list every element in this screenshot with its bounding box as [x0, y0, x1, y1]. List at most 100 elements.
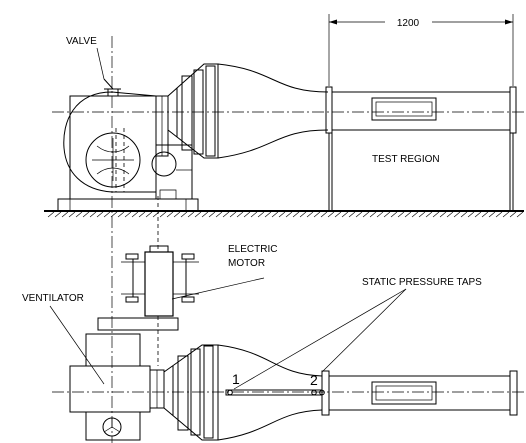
- floor-hatch-stroke: [453, 211, 461, 218]
- plan-view: 1 2 ELECTRIC MOTOR STATIC PRESSURE TAPS …: [22, 244, 524, 441]
- floor-hatch-stroke: [495, 211, 503, 218]
- floor-hatch-stroke: [271, 211, 279, 218]
- floor-hatch-stroke: [159, 211, 167, 218]
- floor-hatch-stroke: [229, 211, 237, 218]
- fan-scroll-casing: [63, 91, 157, 193]
- floor-hatch-stroke: [355, 211, 363, 218]
- floor-hatch-stroke: [369, 211, 377, 218]
- floor-hatch-stroke: [180, 211, 188, 218]
- plan-test-section: [321, 370, 518, 416]
- floor-hatch-stroke: [474, 211, 482, 218]
- test-region-label: TEST REGION: [372, 154, 440, 165]
- electric-motor-label-line2: MOTOR: [228, 258, 265, 269]
- floor-hatch-stroke: [222, 211, 230, 218]
- floor-hatch-stroke: [187, 211, 195, 218]
- floor-hatch-stroke: [250, 211, 258, 218]
- floor-hatch-stroke: [278, 211, 286, 218]
- floor-hatch-stroke: [208, 211, 216, 218]
- contraction-section: [167, 63, 219, 159]
- test-window: [371, 97, 437, 121]
- floor-hatch-stroke: [166, 211, 174, 218]
- floor-hatch-stroke: [201, 211, 209, 218]
- floor-hatch-stroke: [82, 211, 90, 218]
- floor-hatch-stroke: [194, 211, 202, 218]
- floor-hatch-stroke: [96, 211, 104, 218]
- nozzle-lower-curve: [217, 129, 329, 159]
- floor-line: [44, 210, 524, 218]
- floor-hatch-stroke: [89, 211, 97, 218]
- dimension-1200: 1200: [328, 14, 514, 86]
- floor-hatch-stroke: [292, 211, 300, 218]
- ventilator: [69, 333, 165, 441]
- floor-hatch-stroke: [446, 211, 454, 218]
- floor-hatch-stroke: [348, 211, 356, 218]
- floor-hatch-stroke: [411, 211, 419, 218]
- floor-hatch-stroke: [257, 211, 265, 218]
- floor-hatch-stroke: [61, 211, 69, 218]
- floor-hatch-stroke: [488, 211, 496, 218]
- tap-2-point: [311, 389, 317, 396]
- tap-1-label: 1: [232, 371, 240, 387]
- floor-hatch-stroke: [432, 211, 440, 218]
- electric-motor-label-line1: ELECTRIC: [228, 244, 277, 255]
- floor-hatch-stroke: [418, 211, 426, 218]
- floor-hatch-stroke: [516, 211, 524, 218]
- floor-hatch-stroke: [117, 211, 125, 218]
- plan-nozzle-lower-curve: [217, 409, 323, 441]
- plan-test-window: [371, 381, 437, 405]
- floor-hatch-stroke: [145, 211, 153, 218]
- floor-hatch-stroke: [68, 211, 76, 218]
- floor-hatch-stroke: [243, 211, 251, 218]
- floor-hatch-stroke: [131, 211, 139, 218]
- floor-hatch-stroke: [138, 211, 146, 218]
- floor-hatch-stroke: [460, 211, 468, 218]
- floor-hatch-stroke: [306, 211, 314, 218]
- floor-hatch-stroke: [320, 211, 328, 218]
- electric-motor: [97, 245, 199, 331]
- floor-hatch-stroke: [299, 211, 307, 218]
- dimension-label: 1200: [397, 18, 420, 29]
- floor-hatch-stroke: [285, 211, 293, 218]
- fan-base-plinth: [57, 198, 199, 212]
- floor-hatch-stroke: [327, 211, 335, 218]
- floor-hatch-stroke: [236, 211, 244, 218]
- floor-hatch-stroke: [75, 211, 83, 218]
- tap-2-label: 2: [310, 372, 318, 388]
- floor-hatch-stroke: [481, 211, 489, 218]
- floor-hatch-stroke: [334, 211, 342, 218]
- floor-hatch-stroke: [509, 211, 517, 218]
- test-section: [325, 86, 517, 211]
- pressure-tap-rod: [225, 389, 325, 396]
- side-elevation: 1200 VALVE TEST REGION: [44, 14, 524, 218]
- floor-hatch-stroke: [313, 211, 321, 218]
- floor-hatch-stroke: [54, 211, 62, 218]
- floor-hatch-stroke: [173, 211, 181, 218]
- floor-hatch-stroke: [467, 211, 475, 218]
- nozzle-upper-curve: [217, 63, 329, 93]
- floor-hatch-stroke: [341, 211, 349, 218]
- static-pressure-taps-label: STATIC PRESSURE TAPS: [362, 277, 482, 288]
- floor-hatch-stroke: [404, 211, 412, 218]
- floor-hatch-stroke: [103, 211, 111, 218]
- fan-wheel: [85, 132, 141, 188]
- floor-hatch-stroke: [47, 211, 55, 218]
- valve-label: VALVE: [66, 36, 97, 47]
- floor-hatch-stroke: [397, 211, 405, 218]
- floor-hatch-stroke: [376, 211, 384, 218]
- floor-hatch-stroke: [362, 211, 370, 218]
- floor-hatch-stroke: [124, 211, 132, 218]
- valve: [103, 78, 121, 97]
- motor-pedestal: [155, 144, 193, 200]
- ventilator-label: VENTILATOR: [22, 293, 84, 304]
- floor-hatch-stroke: [264, 211, 272, 218]
- floor-hatch-stroke: [383, 211, 391, 218]
- floor-hatch-stroke: [439, 211, 447, 218]
- floor-hatch-stroke: [390, 211, 398, 218]
- bearing-circle: [151, 151, 177, 177]
- floor-hatch-stroke: [502, 211, 510, 218]
- floor-hatch-stroke: [425, 211, 433, 218]
- floor-hatch-stroke: [215, 211, 223, 218]
- plan-nozzle-upper-curve: [217, 344, 323, 377]
- tap-1-point: [227, 389, 233, 396]
